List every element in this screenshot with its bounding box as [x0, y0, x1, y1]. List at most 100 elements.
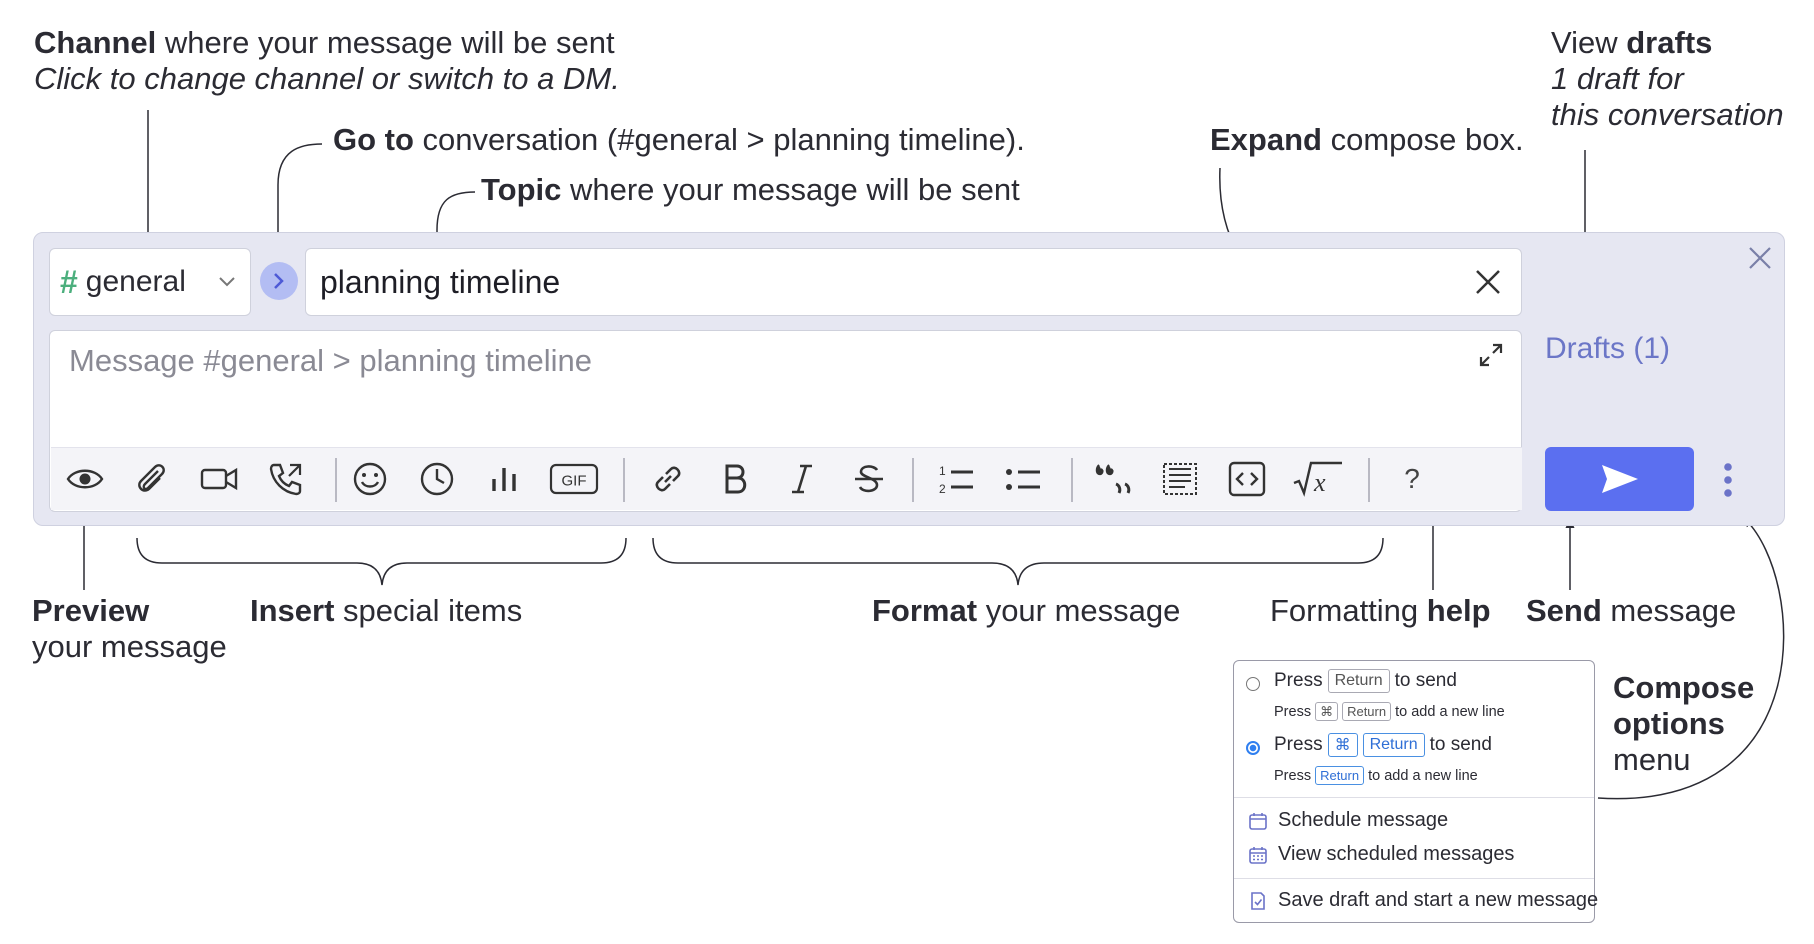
paperclip-icon[interactable] — [130, 457, 174, 501]
compose-options-menu: Press Return to send Press ⌘ Return to a… — [1233, 660, 1598, 923]
cmd-key: ⌘ — [1327, 733, 1358, 757]
view-scheduled-item[interactable]: View scheduled messages — [1248, 843, 1514, 866]
annotation-insert-bold: Insert — [250, 593, 335, 628]
press-label: Press — [1274, 767, 1312, 784]
annotation-help: Formatting help — [1270, 593, 1491, 629]
press-label: Press — [1274, 734, 1323, 755]
annotation-goto-text: conversation (#general > planning timeli… — [413, 122, 1025, 157]
annotation-send-text: message — [1601, 593, 1737, 628]
quote-icon[interactable] — [1091, 457, 1135, 501]
view-scheduled-label: View scheduled messages — [1278, 843, 1515, 865]
close-compose-icon[interactable] — [1746, 244, 1774, 272]
drafts-link[interactable]: Drafts (1) — [1545, 332, 1671, 365]
annotation-drafts-line2-text: 1 draft for — [1551, 61, 1684, 96]
annotation-channel-subtitle-text: Click to change channel or switch to a D… — [34, 61, 620, 96]
annotation-expand-text: compose box. — [1321, 122, 1524, 157]
annotation-preview: Preview — [32, 593, 149, 629]
topic-input[interactable]: planning timeline — [305, 248, 1522, 316]
annotation-compose-options-3: menu — [1613, 742, 1691, 778]
bracket-format — [652, 537, 1384, 586]
annotation-send: Send message — [1526, 593, 1736, 629]
annotation-drafts-line3: this conversation — [1551, 97, 1784, 133]
toolbar-divider — [335, 458, 337, 502]
send-button[interactable] — [1545, 447, 1694, 511]
svg-text:2: 2 — [939, 482, 946, 496]
spoiler-icon[interactable] — [1158, 457, 1202, 501]
schedule-message-label: Schedule message — [1278, 809, 1449, 831]
code-icon[interactable] — [1225, 457, 1269, 501]
annotation-format-bold: Format — [872, 593, 978, 628]
send-icon — [1601, 465, 1638, 493]
bullet-list-icon[interactable] — [1001, 457, 1045, 501]
stream-name: general — [85, 265, 186, 298]
annotation-insert: Insert special items — [250, 593, 522, 629]
annotation-expand-bold: Expand — [1210, 122, 1322, 157]
toolbar-divider — [623, 458, 625, 502]
annotation-channel-subtitle: Click to change channel or switch to a D… — [34, 61, 620, 97]
add-line-label: to add a new line — [1395, 703, 1505, 720]
link-icon[interactable] — [646, 457, 690, 501]
radio-enter-sends[interactable] — [1246, 677, 1260, 691]
hash-icon: # — [60, 263, 78, 300]
chevron-right-icon — [274, 273, 284, 289]
return-key: Return — [1342, 702, 1392, 721]
return-key: Return — [1327, 669, 1390, 693]
compose-options-icon[interactable] — [1721, 462, 1735, 498]
menu-divider — [1234, 878, 1594, 879]
option-cmd-enter-sends-sub: Press Return to add a new line — [1274, 766, 1478, 785]
chevron-down-icon — [218, 271, 236, 294]
option-cmd-enter-sends[interactable]: Press ⌘ Return to send — [1274, 733, 1492, 757]
math-icon[interactable]: x — [1292, 457, 1344, 501]
save-draft-label: Save draft and start a new message — [1278, 889, 1599, 911]
press-label: Press — [1274, 670, 1323, 691]
clock-icon[interactable] — [415, 457, 459, 501]
go-to-conversation-button[interactable] — [260, 262, 298, 300]
to-send-label: to send — [1394, 670, 1457, 691]
phone-icon[interactable] — [264, 457, 308, 501]
toolbar-divider — [912, 458, 914, 502]
annotation-drafts-bold: drafts — [1626, 25, 1713, 60]
stream-selector[interactable]: # general — [49, 248, 251, 316]
schedule-message-item[interactable]: Schedule message — [1248, 809, 1448, 832]
strikethrough-icon[interactable] — [847, 457, 891, 501]
svg-text:1: 1 — [939, 464, 946, 478]
annotation-preview-line2: your message — [32, 629, 227, 665]
clear-topic-icon[interactable] — [1469, 263, 1507, 301]
annotation-drafts-line2: 1 draft for — [1551, 61, 1684, 97]
preview-eye-icon[interactable] — [63, 457, 107, 501]
expand-icon[interactable] — [1477, 341, 1505, 369]
calendar-icon — [1249, 812, 1267, 830]
annotation-compose-options: Compose — [1613, 670, 1754, 706]
return-key: Return — [1315, 766, 1365, 785]
annotation-topic-text: where your message will be sent — [561, 172, 1020, 207]
svg-text:x: x — [1313, 468, 1326, 497]
add-line-label: to add a new line — [1368, 767, 1478, 784]
message-textarea[interactable]: Message #general > planning timeline GIF — [49, 330, 1522, 512]
toolbar-divider — [1368, 458, 1370, 502]
save-draft-item[interactable]: Save draft and start a new message — [1248, 889, 1598, 912]
return-key: Return — [1362, 733, 1425, 757]
toolbar-divider — [1071, 458, 1073, 502]
video-icon[interactable] — [197, 457, 241, 501]
gif-label: GIF — [562, 473, 587, 490]
bold-icon[interactable] — [713, 457, 757, 501]
italic-icon[interactable] — [780, 457, 824, 501]
gif-icon[interactable]: GIF — [549, 457, 599, 501]
annotation-compose-options-line2: options — [1613, 706, 1725, 741]
annotation-topic: Topic where your message will be sent — [481, 172, 1020, 208]
menu-divider — [1234, 797, 1594, 798]
annotation-expand: Expand compose box. — [1210, 122, 1524, 158]
option-enter-sends[interactable]: Press Return to send — [1274, 669, 1457, 693]
cmd-key: ⌘ — [1315, 702, 1339, 721]
radio-cmd-enter-sends[interactable] — [1246, 741, 1260, 755]
annotation-goto: Go to conversation (#general > planning … — [333, 122, 1025, 158]
annotation-send-bold: Send — [1526, 593, 1602, 628]
annotation-channel: Channel where your message will be sent — [34, 25, 615, 61]
poll-icon[interactable] — [482, 457, 526, 501]
annotation-channel-bold: Channel — [34, 25, 157, 60]
annotation-format-text: your message — [977, 593, 1181, 628]
annotation-format: Format your message — [872, 593, 1180, 629]
help-icon[interactable]: ? — [1404, 463, 1420, 494]
smile-icon[interactable] — [348, 457, 392, 501]
